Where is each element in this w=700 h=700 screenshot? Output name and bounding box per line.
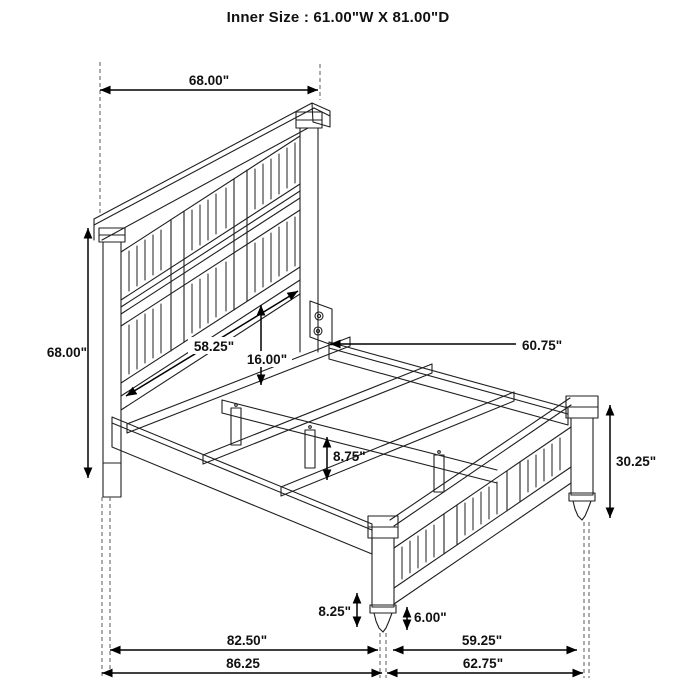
dim-label-rail-clearance: 8.25" bbox=[318, 604, 351, 619]
side-rail-right bbox=[328, 341, 569, 426]
headboard-top-rail bbox=[120, 135, 301, 253]
dim-label-footboard-width: 62.75" bbox=[463, 656, 503, 671]
headboard-mid-rail bbox=[120, 183, 301, 327]
dim-label-overall-depth: 86.25 bbox=[226, 656, 260, 671]
footboard-panel-slats bbox=[401, 437, 561, 580]
side-rail-left bbox=[111, 416, 373, 555]
dim-label-center-leg-height: 8.75" bbox=[333, 449, 366, 464]
footboard-bottom-rail bbox=[393, 466, 572, 605]
extension-lines bbox=[99, 62, 590, 678]
label-mask bbox=[188, 337, 241, 354]
headboard-crown bbox=[93, 102, 331, 241]
headboard-upper-panel-slats bbox=[128, 142, 296, 292]
dim-label-footboard-inner-width: 59.25" bbox=[462, 633, 502, 648]
center-rail bbox=[221, 399, 498, 484]
dimension-labels: 68.00" 68.00" 58.25" 16.00" 60.75" 8.75"… bbox=[47, 73, 656, 671]
dim-label-headboard-height: 68.00" bbox=[47, 345, 87, 360]
dim-label-side-rail-length: 60.75" bbox=[522, 338, 562, 353]
label-mask bbox=[242, 351, 292, 367]
dim-label-headboard-to-rail: 16.00" bbox=[247, 352, 287, 367]
page-title: Inner Size : 61.00"W X 81.00"D bbox=[226, 9, 450, 26]
headboard bbox=[93, 102, 331, 498]
dim-label-headboard-inner-width: 58.25" bbox=[194, 339, 234, 354]
dim-label-inner-frame-length: 82.50" bbox=[227, 633, 267, 648]
dim-label-headboard-width: 68.00" bbox=[189, 73, 229, 88]
rail-bracket bbox=[309, 300, 333, 346]
bed-drawing bbox=[93, 102, 599, 633]
dim-label-footboard-leg-height: 6.00" bbox=[414, 610, 447, 625]
dim-label-footboard-height: 30.25" bbox=[616, 454, 656, 469]
footboard bbox=[367, 395, 599, 633]
headboard-left-post bbox=[98, 227, 126, 498]
footboard-top-edge bbox=[389, 397, 571, 521]
footboard-left-post bbox=[367, 515, 399, 633]
headboard-stiles bbox=[170, 169, 248, 352]
footboard-top-rail bbox=[393, 404, 572, 527]
footboard-stiles bbox=[443, 461, 521, 555]
dimension-lines bbox=[83, 85, 615, 678]
footboard-right-post bbox=[565, 395, 599, 521]
headboard-right-post bbox=[295, 111, 323, 353]
